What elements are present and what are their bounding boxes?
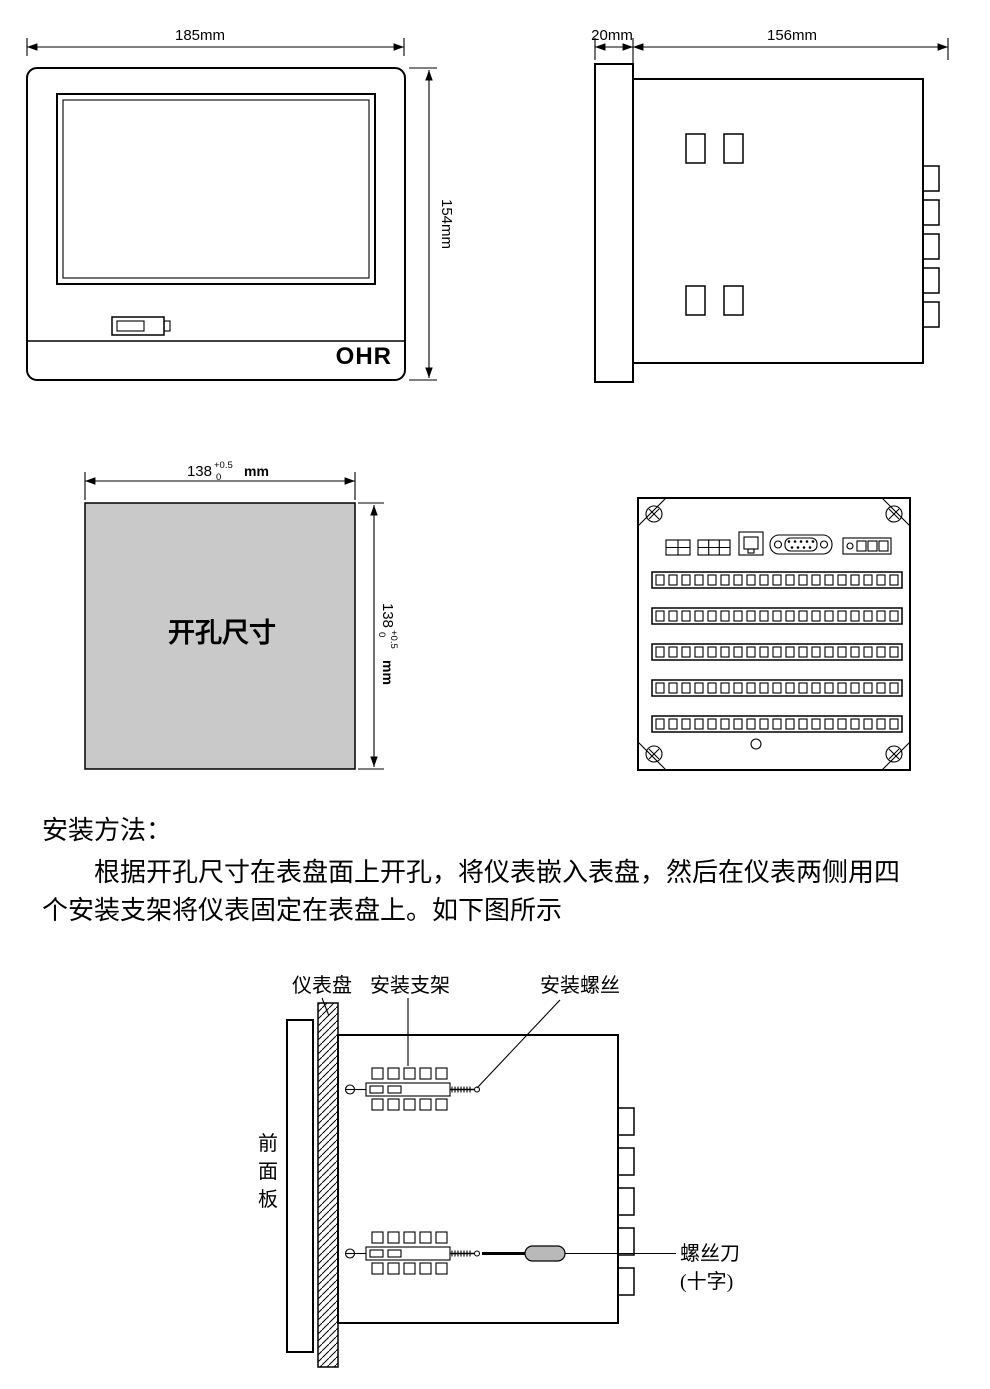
instrument-front-outline [26, 67, 406, 381]
power-terminal-icon [842, 537, 892, 555]
front-view-figure: 185mm OHR 154mm [26, 27, 455, 381]
dim-unit: mm [380, 660, 396, 685]
instructions-heading: 安装方法： [42, 816, 173, 845]
dim-base: 138 [379, 603, 396, 628]
front-panel-char-1: 前 [258, 1132, 278, 1155]
front-bezel-bar [286, 1019, 314, 1353]
mounting-bracket-bottom [344, 1231, 481, 1275]
screw-label: 安装螺丝 [540, 974, 620, 997]
instructions-line-2: 个安装支架将仪表固定在表盘上。如下图所示 [42, 896, 563, 925]
cutout-width-dimension: 138 +0.5 0 mm [187, 460, 269, 483]
screwdriver-label: 螺丝刀 [680, 1242, 740, 1265]
rj45-port-icon [738, 531, 764, 556]
side-view-figure: 20mm 156mm [591, 27, 949, 383]
side-depth-dimension: 20mm [591, 27, 633, 44]
dim-base: 138 [187, 463, 212, 480]
display-screen [56, 93, 376, 285]
dim-tol-upper: +0.5 [214, 460, 233, 471]
db9-connector-icon [769, 534, 833, 555]
small-terminal-b [697, 539, 731, 556]
instrument-body-side [632, 78, 924, 364]
panel-label: 仪表盘 [292, 974, 352, 997]
panel-hatched-bar [317, 1002, 339, 1368]
side-length-dimension: 156mm [767, 27, 817, 44]
terminal-strips [651, 571, 903, 733]
corner-screws [637, 497, 911, 771]
dim-tol-lower: 0 [216, 472, 221, 483]
screwdriver-handle [524, 1245, 566, 1262]
cutout-figure: 138 +0.5 0 mm 开孔尺寸 138 +0.5 0 mm [84, 460, 399, 770]
cutout-height-dimension: 138 +0.5 0 mm [376, 603, 399, 685]
mounting-slots [685, 133, 744, 316]
front-panel-char-2: 面 [258, 1161, 278, 1183]
dim-unit: mm [244, 463, 269, 479]
front-panel-char-3: 板 [258, 1188, 278, 1211]
screwdriver [482, 1245, 676, 1262]
installation-figure: 仪表盘 安装支架 安装螺丝 前 面 板 螺丝刀 (十字) [258, 974, 740, 1368]
dim-tol-upper: +0.5 [388, 630, 399, 649]
battery-icon [111, 316, 171, 336]
small-terminal-a [665, 539, 691, 556]
front-bezel-side [594, 63, 634, 383]
instructions-line-1: 根据开孔尺寸在表盘面上开孔，将仪表嵌入表盘，然后在仪表两侧用四 [94, 858, 901, 887]
dim-tol-lower: 0 [376, 632, 387, 637]
back-view-figure [637, 497, 911, 771]
brand-logo: OHR [336, 343, 392, 370]
screwdriver-type-label: (十字) [680, 1270, 733, 1293]
installation-instructions: 安装方法： 根据开孔尺寸在表盘面上开孔，将仪表嵌入表盘，然后在仪表两侧用四 个安… [42, 812, 962, 930]
ground-hole [750, 738, 762, 750]
bracket-label: 安装支架 [370, 974, 450, 997]
instrument-body-install [337, 1034, 619, 1324]
cutout-label: 开孔尺寸 [168, 618, 276, 648]
terminal-teeth-side [922, 165, 940, 328]
front-height-dimension: 154mm [438, 199, 455, 249]
terminal-teeth-install [617, 1107, 635, 1296]
front-width-dimension: 185mm [175, 27, 225, 44]
mounting-bracket-top [344, 1067, 481, 1111]
cutout-area [84, 502, 356, 770]
